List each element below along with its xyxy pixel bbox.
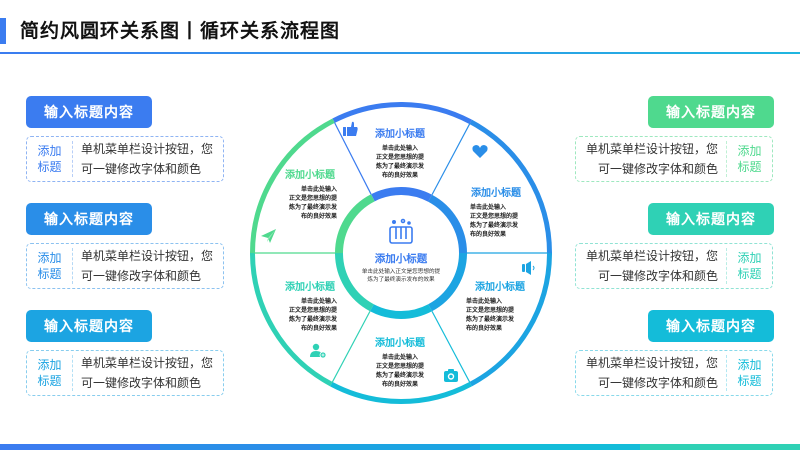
inner-ring-arc (335, 252, 374, 312)
segment-title: 添加小标题 (471, 186, 522, 199)
segment-text-line: 单击此处输入 (301, 297, 337, 305)
inner-ring-arc (428, 252, 467, 312)
segment-divider (431, 122, 471, 196)
page-title: 简约风圆环关系图丨循环关系流程图 (20, 20, 341, 42)
segment-text-line: 炼为了最终演示发 (289, 203, 337, 211)
right-tag-2[interactable]: 输入标题内容 (648, 203, 774, 235)
segment-title: 添加小标题 (375, 336, 426, 349)
segment-text-line: 炼为了最终演示发 (376, 371, 424, 379)
outer-ring-arc (332, 102, 472, 125)
inner-ring-arc (428, 194, 467, 254)
inner-ring-arc (371, 187, 432, 202)
left-card-label-1: 添加标题 (27, 141, 73, 177)
bottom-bar-segment (640, 444, 800, 450)
outer-ring-arc (250, 118, 335, 254)
segment-divider (331, 310, 371, 384)
thumbs-up-icon (343, 121, 358, 136)
left-card-1: 添加标题 单机菜单栏设计按钮，您可一键修改字体和颜色 (26, 136, 224, 182)
segment-text-line: 布的良好效果 (465, 324, 502, 332)
segment-upper-right: 添加小标题 单击此处输入 正文是您思想的提 炼为了最终演示发 布的良好效果 (469, 145, 522, 238)
left-tag-3[interactable]: 输入标题内容 (26, 310, 152, 342)
left-tag-2[interactable]: 输入标题内容 (26, 203, 152, 235)
segment-text-line: 单击此处输入 (466, 297, 502, 305)
segment-text-line: 正文是您思想的提 (376, 153, 425, 161)
left-card-label-3: 添加标题 (27, 355, 73, 391)
left-card-desc-3: 单机菜单栏设计按钮，您可一键修改字体和颜色 (81, 356, 214, 390)
right-tag-3[interactable]: 输入标题内容 (648, 310, 774, 342)
outer-ring-arc (469, 252, 552, 387)
segment-text-line: 炼为了最终演示发 (289, 315, 337, 323)
camera-icon (444, 369, 458, 382)
center-hub: 添加小标题 单击此处输入正文是您思想的提 炼为了最终演示发布的效果 (362, 218, 441, 283)
segment-text-line: 单击此处输入 (382, 353, 418, 361)
left-card-desc-1: 单机菜单栏设计按钮，您可一键修改字体和颜色 (81, 142, 214, 176)
inner-ring-arc (370, 304, 432, 319)
segment-text-line: 正文是您思想的提 (470, 212, 519, 220)
segment-text-line: 炼为了最终演示发 (376, 162, 424, 170)
right-card-3: 单机菜单栏设计按钮，您可一键修改字体和颜色 添加标题 (575, 350, 773, 396)
left-card-3: 添加标题 单机菜单栏设计按钮，您可一键修改字体和颜色 (26, 350, 224, 396)
segment-divider (431, 310, 471, 384)
bottom-bar-segment (320, 444, 480, 450)
center-title: 添加小标题 (375, 252, 428, 265)
segment-text-line: 单击此处输入 (470, 203, 506, 211)
segment-text-line: 正文是您思想的提 (289, 306, 338, 314)
segment-text-line: 单击此处输入 (382, 144, 418, 152)
right-card-label-3: 添加标题 (726, 355, 772, 391)
right-tag-1[interactable]: 输入标题内容 (648, 96, 774, 128)
segment-text-line: 布的良好效果 (300, 212, 337, 220)
center-text-line-2: 炼为了最终演示发布的效果 (367, 275, 435, 283)
right-card-desc-2: 单机菜单栏设计按钮，您可一键修改字体和颜色 (585, 249, 718, 283)
inner-ring-arc (335, 194, 375, 254)
left-tag-1[interactable]: 输入标题内容 (26, 96, 152, 128)
segment-title: 添加小标题 (375, 127, 426, 140)
outer-ring-arc (250, 252, 333, 387)
segment-lower-right: 添加小标题 单击此处输入 正文是您思想的提 炼为了最终演示发 布的良好效果 (465, 261, 535, 332)
left-card-2: 添加标题 单机菜单栏设计按钮，您可一键修改字体和颜色 (26, 243, 224, 289)
right-card-desc-1: 单机菜单栏设计按钮，您可一键修改字体和颜色 (585, 142, 718, 176)
segment-upper-left: 添加小标题 单击此处输入 正文是您思想的提 炼为了最终演示发 布的良好效果 (261, 168, 338, 243)
bottom-color-bar (0, 444, 800, 450)
segment-text-line: 炼为了最终演示发 (466, 315, 514, 323)
left-card-label-2: 添加标题 (27, 248, 73, 284)
test-tubes-icon (389, 218, 413, 244)
segment-divider (333, 121, 372, 195)
heart-icon (472, 145, 488, 158)
outer-ring-arc (330, 381, 472, 404)
segment-text-line: 单击此处输入 (301, 185, 337, 193)
segment-text-line: 布的良好效果 (300, 324, 337, 332)
bottom-bar-segment (0, 444, 160, 450)
segment-text-line: 炼为了最终演示发 (470, 221, 518, 229)
right-card-1: 单机菜单栏设计按钮，您可一键修改字体和颜色 添加标题 (575, 136, 773, 182)
title-underline (0, 52, 800, 54)
segment-top: 添加小标题 单击此处输入 正文是您思想的提 炼为了最终演示发 布的良好效果 (343, 121, 426, 179)
bottom-bar-segment (160, 444, 320, 450)
right-card-label-2: 添加标题 (726, 248, 772, 284)
add-user-icon (310, 343, 327, 359)
outer-ring-arc (469, 119, 552, 254)
paper-plane-icon (261, 229, 276, 243)
segment-title: 添加小标题 (285, 168, 336, 181)
segment-title: 添加小标题 (285, 280, 336, 293)
center-text-line-1: 单击此处输入正文是您思想的提 (362, 267, 441, 275)
right-card-2: 单机菜单栏设计按钮，您可一键修改字体和颜色 添加标题 (575, 243, 773, 289)
title-accent-bar (0, 18, 6, 44)
segment-lower-left: 添加小标题 单击此处输入 正文是您思想的提 炼为了最终演示发 布的良好效果 (285, 280, 338, 359)
speaker-icon (522, 261, 535, 275)
segment-text-line: 正文是您思想的提 (376, 362, 425, 370)
segment-title: 添加小标题 (475, 280, 526, 293)
segment-text-line: 布的良好效果 (469, 230, 506, 238)
segment-text-line: 布的良好效果 (381, 171, 418, 179)
segment-text-line: 正文是您思想的提 (289, 194, 338, 202)
segment-text-line: 布的良好效果 (381, 380, 418, 388)
segment-text-line: 正文是您思想的提 (466, 306, 515, 314)
bottom-bar-segment (480, 444, 640, 450)
right-card-desc-3: 单机菜单栏设计按钮，您可一键修改字体和颜色 (585, 356, 718, 390)
left-card-desc-2: 单机菜单栏设计按钮，您可一键修改字体和颜色 (81, 249, 214, 283)
segment-bottom: 添加小标题 单击此处输入 正文是您思想的提 炼为了最终演示发 布的良好效果 (375, 336, 458, 388)
right-card-label-1: 添加标题 (726, 141, 772, 177)
